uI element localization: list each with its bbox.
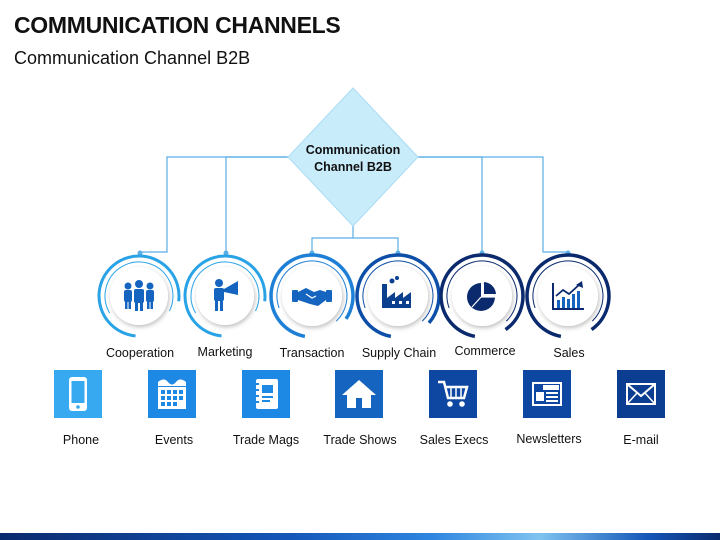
method-label-e-mail: E-mail: [623, 433, 659, 447]
notebook-icon: [254, 379, 278, 409]
growth-chart-icon: [552, 281, 584, 310]
channel-label-transaction: Transaction: [279, 346, 345, 360]
tile-phone[interactable]: [54, 370, 102, 418]
calendar-icon: [158, 379, 186, 409]
connector-marketing: [225, 156, 290, 252]
tile-e-mail[interactable]: [617, 370, 665, 418]
tile-trade-shows[interactable]: [335, 370, 383, 418]
channel-label-cooperation: Cooperation: [105, 346, 175, 360]
footer-bar: [0, 533, 720, 540]
tile-trade-mags[interactable]: [242, 370, 290, 418]
channel-label-marketing: Marketing: [197, 345, 253, 359]
channel-circle-sales[interactable]: [521, 249, 616, 344]
center-node-label-line2: Channel B2B: [314, 160, 392, 174]
tile-newsletters[interactable]: [523, 370, 571, 418]
factory-icon: [382, 276, 411, 308]
center-node-label-line1: Communication: [305, 143, 401, 157]
connector-supply-chain: [353, 237, 399, 252]
megaphone-person-icon: [214, 279, 238, 311]
connector-sales: [416, 156, 568, 253]
channel-label-sales: Sales: [553, 346, 585, 360]
connector-cooperation: [140, 156, 290, 253]
tile-events[interactable]: [148, 370, 196, 418]
channel-circle-supply-chain[interactable]: [351, 249, 446, 344]
pie-chart-icon: [467, 282, 496, 311]
method-label-events: Events: [154, 433, 194, 447]
method-label-trade-shows: Trade Shows: [323, 433, 397, 447]
handshake-icon: [292, 288, 332, 306]
center-node-label: Communication Channel B2B: [292, 142, 414, 176]
channel-label-commerce: Commerce: [454, 344, 516, 358]
channel-circle-transaction[interactable]: [265, 249, 360, 344]
channel-circle-cooperation[interactable]: [93, 250, 186, 343]
page-title: COMMUNICATION CHANNELS: [14, 12, 341, 38]
page-subtitle: Communication Channel B2B: [14, 48, 251, 68]
envelope-icon: [626, 383, 656, 405]
center-diamond: [287, 87, 419, 227]
connector-dots: [137, 250, 571, 256]
method-label-phone: Phone: [62, 433, 100, 447]
phone-icon: [69, 377, 87, 411]
channel-label-supply-chain: Supply Chain: [361, 346, 437, 360]
method-label-newsletters: Newsletters: [516, 432, 582, 446]
method-label-trade-mags: Trade Mags: [232, 433, 300, 447]
newspaper-icon: [532, 382, 562, 406]
team-icon: [124, 280, 154, 311]
connector-lines: [140, 156, 568, 253]
house-icon: [342, 380, 376, 408]
channel-circle-commerce[interactable]: [435, 249, 530, 344]
connector-transaction: [311, 226, 354, 252]
connector-commerce: [416, 156, 483, 252]
method-label-sales-execs: Sales Execs: [419, 433, 489, 447]
shopping-cart-icon: [438, 380, 469, 407]
channel-circle-marketing[interactable]: [179, 250, 272, 343]
tile-sales-execs[interactable]: [429, 370, 477, 418]
